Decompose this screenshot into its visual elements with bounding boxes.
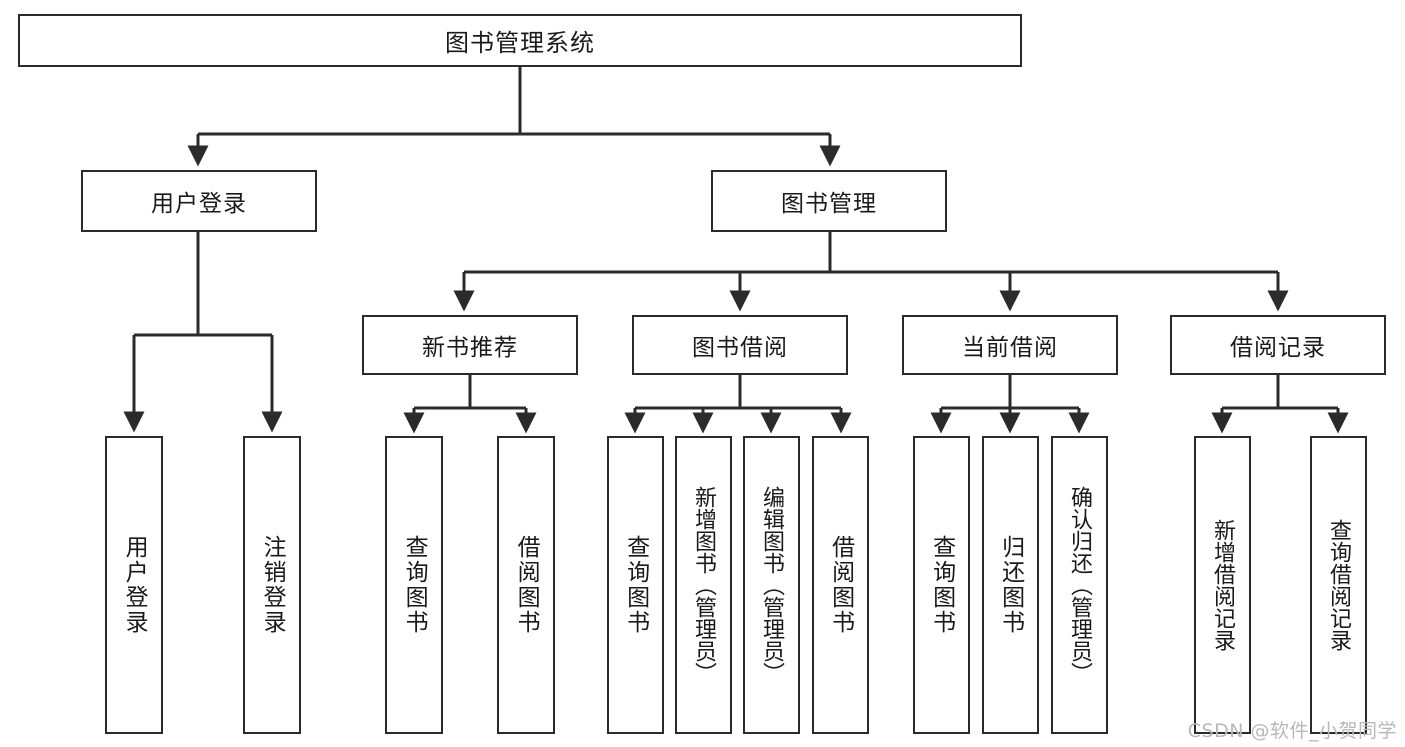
leaf-book-borrow-edit-admin[interactable]: 编辑图书（管理员） (743, 436, 800, 734)
leaf-user-login-logout[interactable]: 注销登录 (243, 436, 301, 734)
leaf-new-book-borrow[interactable]: 借阅图书 (497, 436, 555, 734)
leaf-new-book-query[interactable]: 查询图书 (385, 436, 443, 734)
leaf-current-borrow-confirm-admin[interactable]: 确认归还（管理员） (1051, 436, 1108, 734)
node-book-borrow[interactable]: 图书借阅 (632, 315, 848, 375)
node-root-system[interactable]: 图书管理系统 (18, 14, 1022, 67)
leaf-book-borrow-borrow[interactable]: 借阅图书 (812, 436, 869, 734)
node-current-borrow[interactable]: 当前借阅 (902, 315, 1118, 375)
node-user-login[interactable]: 用户登录 (81, 170, 317, 232)
leaf-book-borrow-query[interactable]: 查询图书 (607, 436, 664, 734)
node-borrow-record[interactable]: 借阅记录 (1170, 315, 1386, 375)
leaf-current-borrow-query[interactable]: 查询图书 (913, 436, 970, 734)
node-new-book-recommend[interactable]: 新书推荐 (362, 315, 578, 375)
leaf-borrow-record-query[interactable]: 查询借阅记录 (1310, 436, 1367, 734)
leaf-user-login-login[interactable]: 用户登录 (105, 436, 163, 734)
leaf-borrow-record-add[interactable]: 新增借阅记录 (1194, 436, 1251, 734)
leaf-book-borrow-add-admin[interactable]: 新增图书（管理员） (675, 436, 732, 734)
watermark-text: CSDN @软件_小贺同学 (1187, 720, 1397, 742)
leaf-current-borrow-return[interactable]: 归还图书 (982, 436, 1039, 734)
node-book-management[interactable]: 图书管理 (711, 170, 947, 232)
